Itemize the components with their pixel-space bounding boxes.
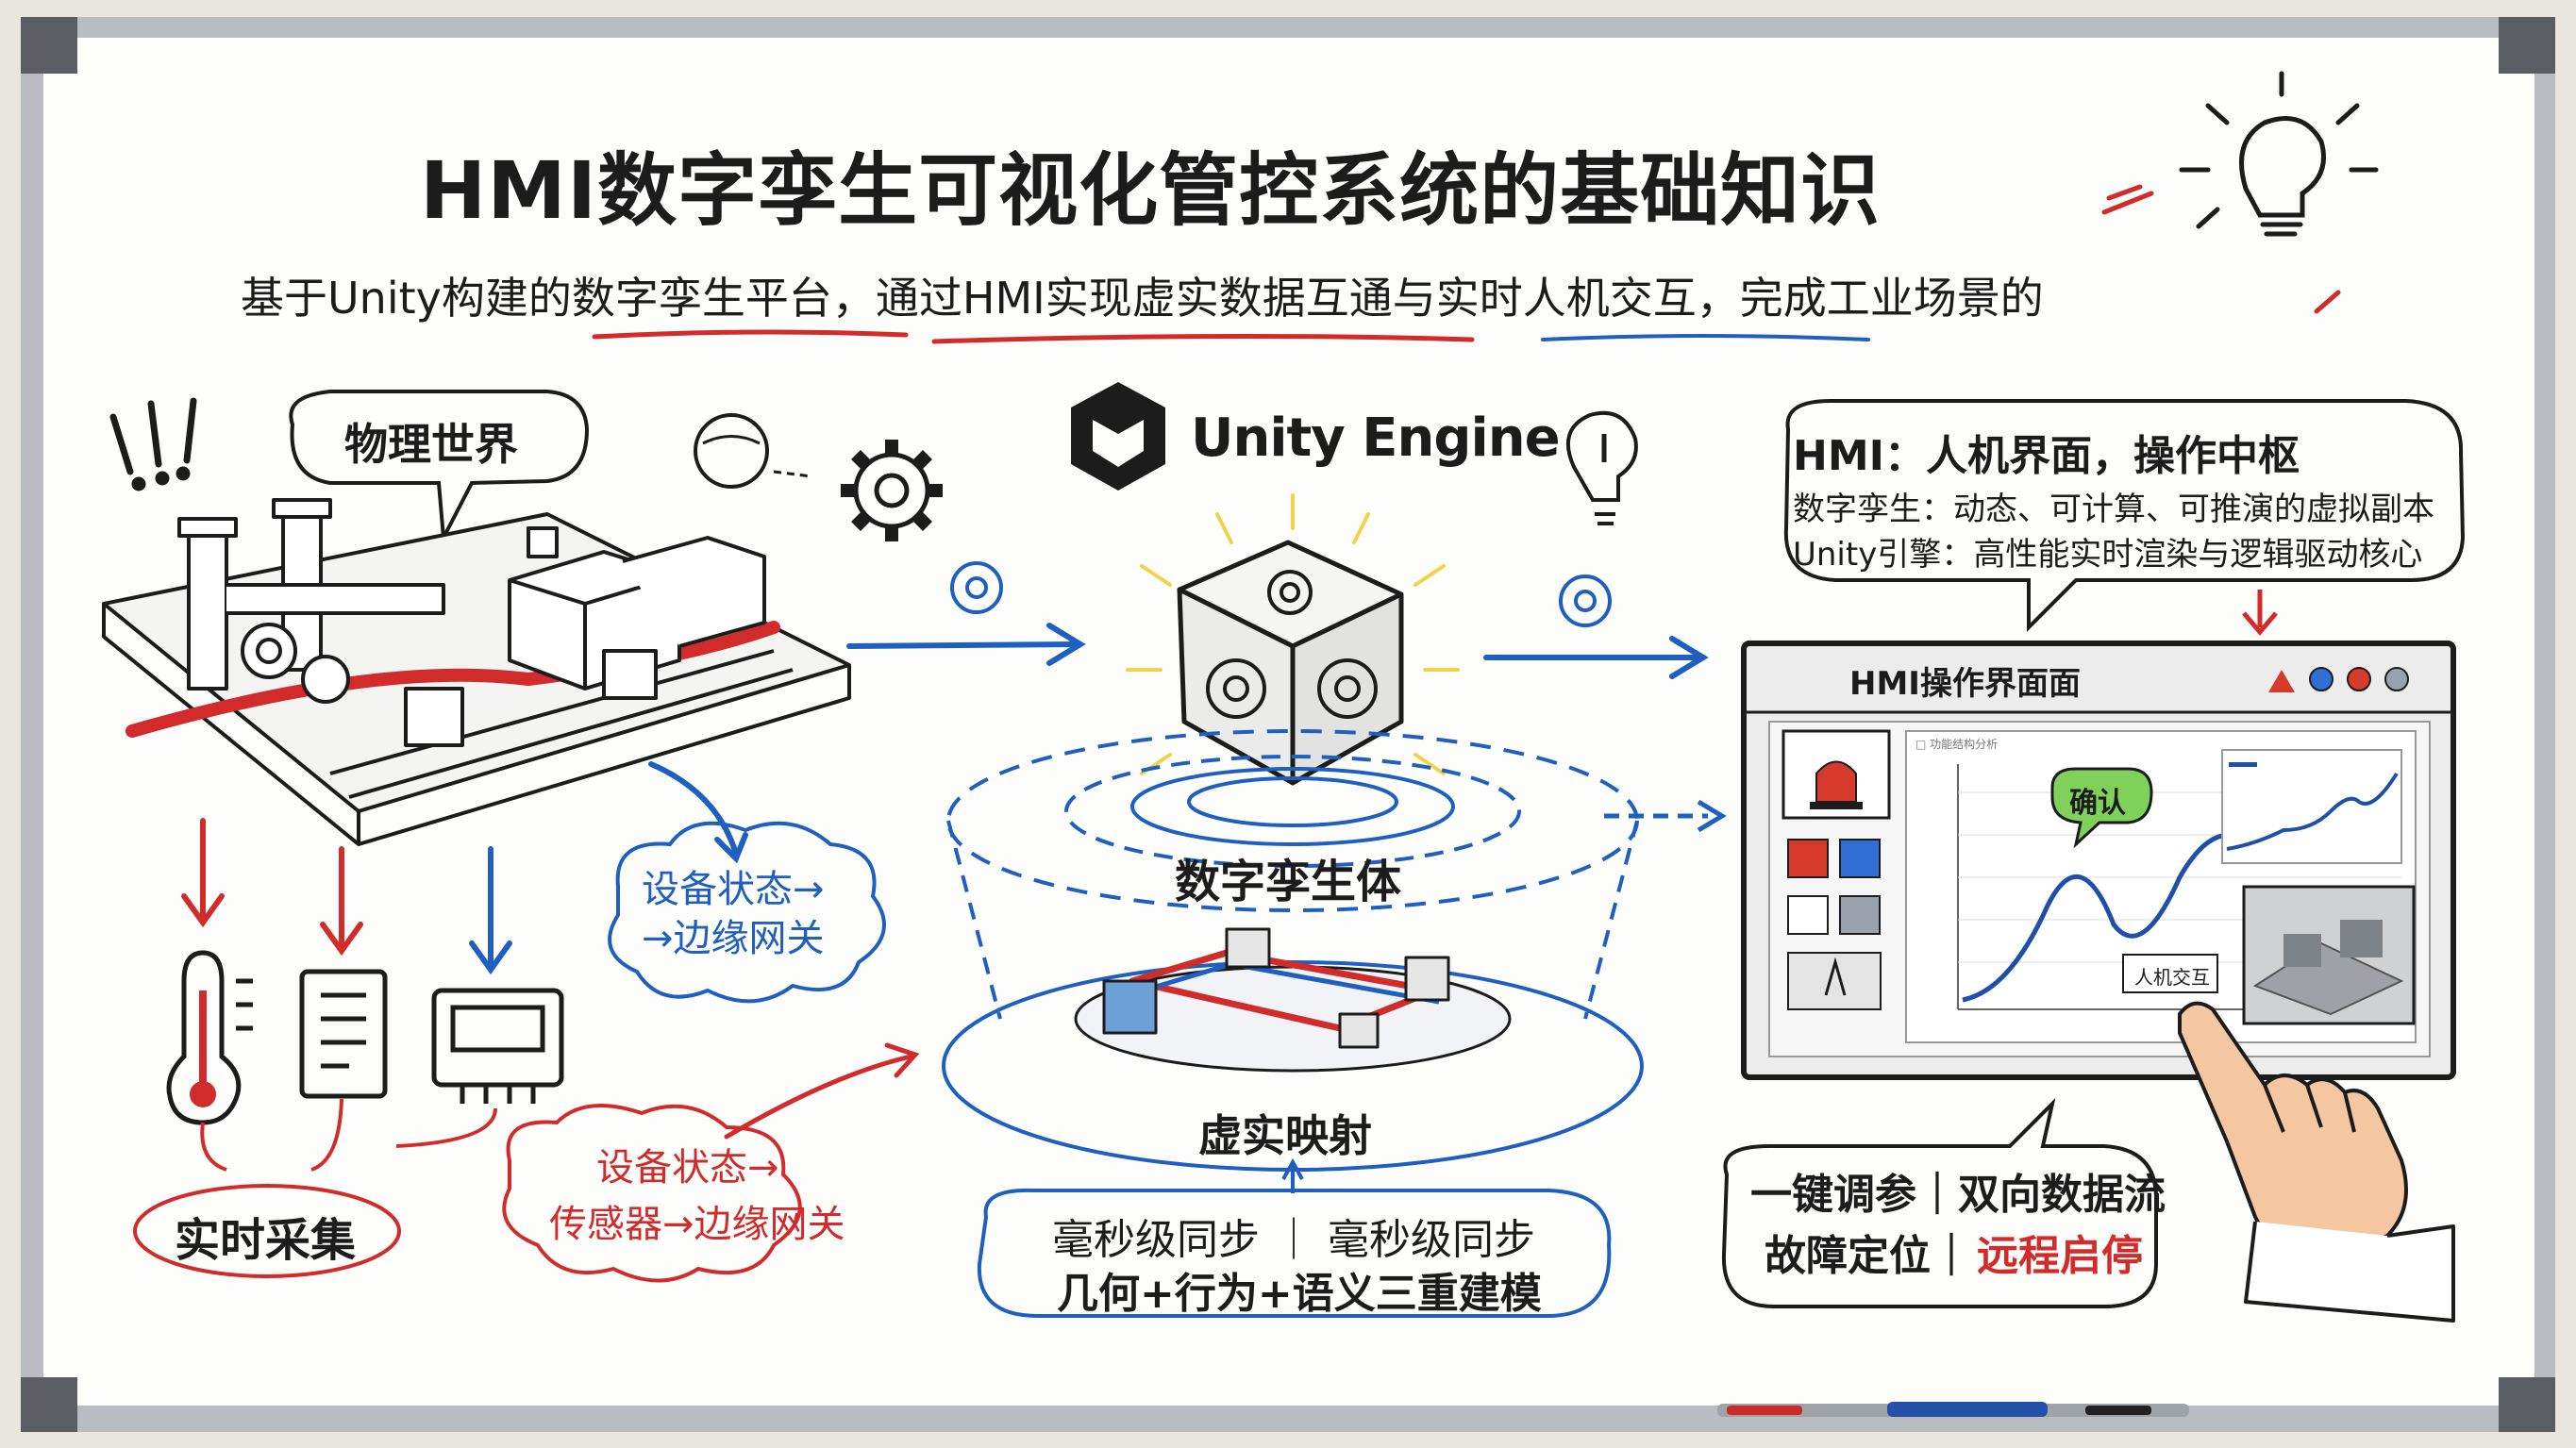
white-control-button[interactable]	[1787, 895, 1829, 935]
red-control-button[interactable]	[1787, 839, 1829, 878]
cloud-red	[502, 1104, 802, 1283]
alarm-icon	[1815, 760, 1857, 803]
page-title: HMI数字孪生可视化管控系统的基础知识	[420, 144, 1882, 237]
info-line-2: 数字孪生：动态、可计算、可推演的虚拟副本	[1793, 491, 2434, 528]
hmi-window-title: HMI操作界面面	[1849, 665, 2081, 703]
cloud-red-line-1: 设备状态→	[596, 1146, 779, 1190]
mini-chart	[2221, 749, 2402, 864]
red-marker[interactable]	[1727, 1406, 1802, 1415]
sync-line-2: 几何+行为+语义三重建模	[1057, 1270, 1542, 1318]
physical-world-bubble	[289, 390, 590, 545]
info-bubble	[1783, 399, 2466, 632]
subtitle: 基于Unity构建的数字孪生平台，通过HMI实现虚实数据互通与实时人机交互，完成…	[241, 273, 2044, 324]
status-dot[interactable]	[2309, 667, 2333, 691]
chart-title: □ 功能结构分析	[1915, 738, 1999, 751]
glow	[1126, 493, 1460, 775]
document-sensor-icon	[299, 969, 388, 1099]
remote-start-stop[interactable]: 远程启停	[1977, 1232, 2143, 1280]
gear-icon	[841, 440, 943, 541]
virtual-factory-illustration	[942, 927, 1644, 1172]
status-dot[interactable]	[2384, 667, 2409, 691]
twin-label: 数字孪生体	[1175, 856, 1402, 908]
pointing-hand-icon	[2178, 1001, 2455, 1323]
physical-world-label: 物理世界	[344, 419, 518, 470]
actions-line-2-left: 故障定位｜	[1765, 1232, 1972, 1280]
blue-control-button[interactable]	[1839, 839, 1881, 878]
cloud-blue-line-1: 设备状态→	[642, 868, 825, 911]
warning-icon	[2268, 670, 2295, 692]
hmi-window	[1741, 641, 2456, 1080]
sync-line-1: 毫秒级同步 ｜ 毫秒级同步	[1052, 1216, 1535, 1264]
blue-marker[interactable]	[1887, 1402, 2048, 1417]
cloud-blue	[608, 821, 886, 1004]
cloud-blue-line-2: →边缘网关	[642, 917, 825, 960]
collect-label: 实时采集	[175, 1214, 357, 1267]
exclaim-icon	[109, 397, 197, 491]
meter-icon	[431, 988, 564, 1104]
confirm-label[interactable]: 确认	[2069, 787, 2126, 820]
thermometer-icon	[166, 950, 253, 1125]
collect-ellipse	[133, 1184, 401, 1278]
black-marker[interactable]	[2085, 1406, 2151, 1415]
unity-logo-icon	[1071, 382, 1165, 491]
hci-tag-label: 人机交互	[2134, 966, 2210, 989]
lightbulb-icon	[2179, 71, 2379, 237]
confirm-bubble[interactable]	[2050, 767, 2153, 849]
actions-line-1: 一键调参｜双向数据流	[1750, 1171, 2166, 1219]
factory-illustration	[102, 498, 851, 846]
hci-tag	[2122, 954, 2218, 993]
status-dot[interactable]	[2347, 667, 2371, 691]
info-line-3: Unity引擎：高性能实时渲染与逻辑驱动核心	[1793, 536, 2423, 574]
info-line-1: HMI：人机界面，操作中枢	[1793, 432, 2300, 480]
idea-bulb-icon	[1565, 410, 1638, 525]
gray-control-button[interactable]	[1839, 895, 1881, 935]
cloud-red-line-2: 传感器→边缘网关	[549, 1203, 845, 1246]
unity-logo-text: Unity Engine	[1191, 408, 1561, 469]
mapping-label: 虚实映射	[1198, 1110, 1372, 1161]
sync-box	[977, 1188, 1612, 1318]
action-bubble	[1721, 1097, 2158, 1308]
